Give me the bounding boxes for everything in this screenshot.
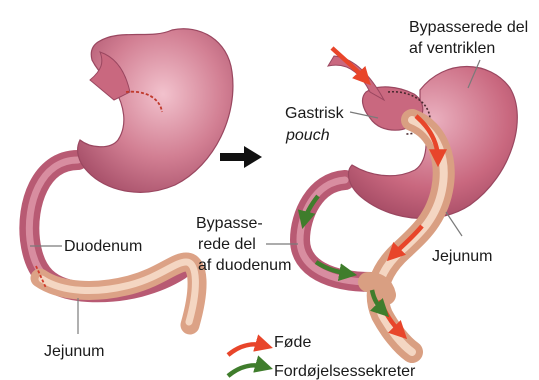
label-duodenum: Duodenum [64,238,142,255]
secretion-flow-arrows [304,196,384,312]
label-bypassed-duodenum-line3: af duodenum [198,257,291,274]
label-bypassed-stomach-line1: Bypasserede del [409,19,528,36]
normal-anatomy [29,29,233,325]
label-jejunum-right: Jejunum [432,248,492,265]
legend-food-label: Føde [274,334,311,351]
label-jejunum-left: Jejunum [44,343,104,360]
label-bypassed-stomach-line2: af ventriklen [409,40,495,57]
left-jejunum-tube [40,262,197,325]
label-gastric-pouch-line1: Gastrisk [285,105,345,122]
label-bypassed-duodenum-line2: rede del [198,236,256,253]
legend-secretion-label: Fordøjelsessekreter [274,363,416,380]
right-esophagus [328,56,384,100]
bypass-anatomy [300,48,517,352]
label-bypassed-duodenum-line1: Bypasse- [196,215,263,232]
legend-food-arrow [228,344,266,355]
legend-secretion-arrow [228,365,266,376]
label-gastric-pouch-line2: pouch [285,127,330,144]
transition-arrow [220,146,262,168]
